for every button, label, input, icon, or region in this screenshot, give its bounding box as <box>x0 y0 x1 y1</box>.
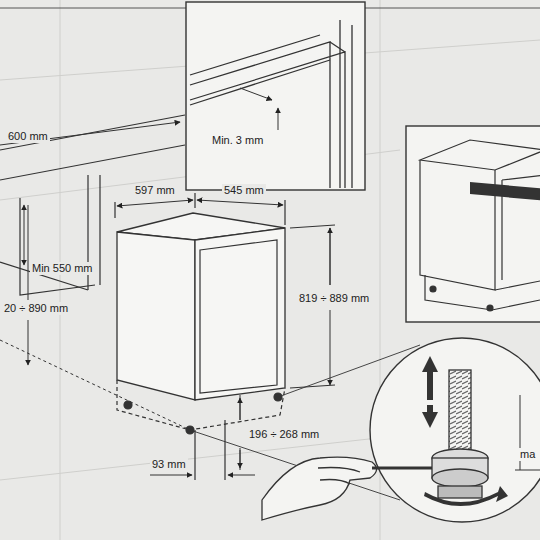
dimension-label: 196 ÷ 268 mm <box>247 428 321 441</box>
dimension-label: Min 550 mm <box>30 262 95 275</box>
dimension-label: ma <box>518 448 537 461</box>
dimension-label: 20 ÷ 890 mm <box>2 302 70 315</box>
dimension-label: 93 mm <box>150 458 188 471</box>
dimension-label: Min. 3 mm <box>210 134 265 147</box>
dimension-label: 545 mm <box>222 184 266 197</box>
dimension-label: 600 mm <box>6 130 50 143</box>
dimension-label: 819 ÷ 889 mm <box>297 292 371 305</box>
dimension-label: 597 mm <box>133 184 177 197</box>
